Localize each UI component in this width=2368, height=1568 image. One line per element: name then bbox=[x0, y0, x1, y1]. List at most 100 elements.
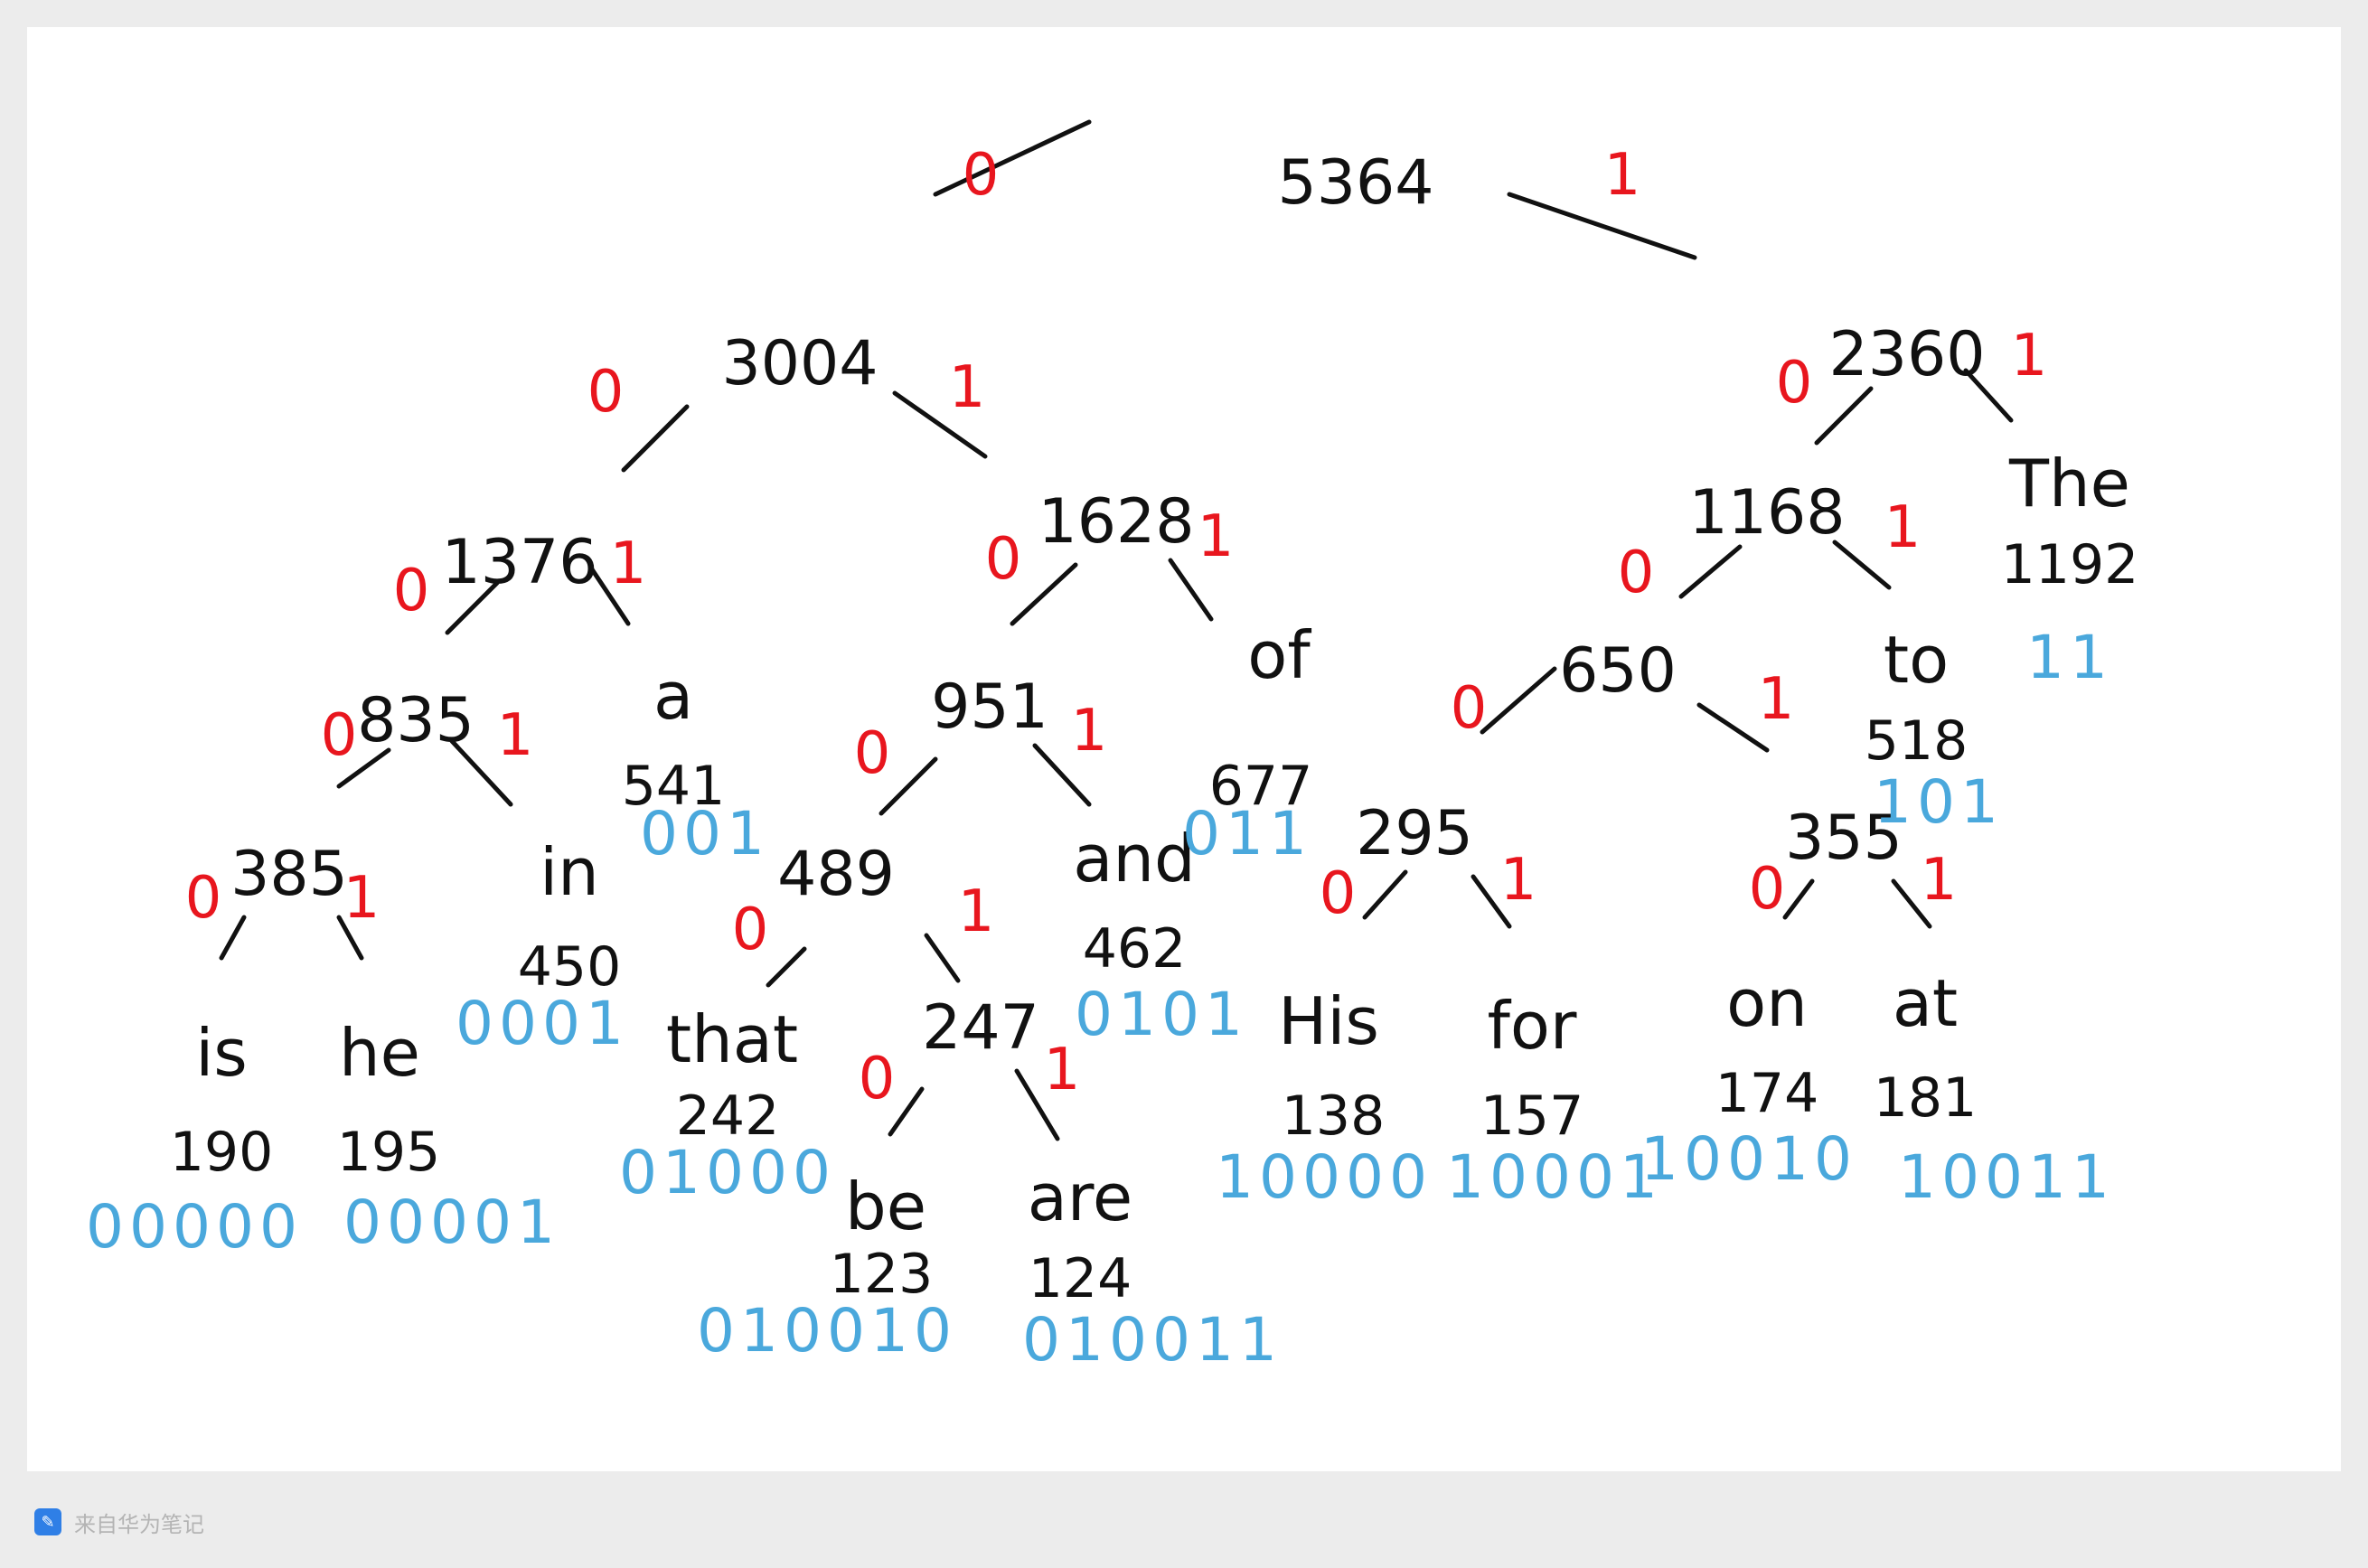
edge-n1376-n835 bbox=[445, 580, 500, 635]
leaf-count-His: 138 bbox=[1282, 1084, 1386, 1148]
edge-bit-label: 1 bbox=[949, 354, 986, 421]
edge-n1628-of bbox=[1168, 558, 1214, 622]
edge-n355-at bbox=[1891, 878, 1932, 929]
edge-bit-label: 1 bbox=[610, 530, 647, 597]
leaf-code-in: 0001 bbox=[456, 989, 629, 1058]
edge-n385-is bbox=[219, 915, 247, 961]
notes-app-icon: ✎ bbox=[34, 1508, 61, 1535]
node-weight-n650: 650 bbox=[1559, 635, 1677, 707]
leaf-code-on: 10010 bbox=[1640, 1124, 1857, 1194]
leaf-code-that: 01000 bbox=[619, 1138, 836, 1207]
leaf-count-he: 195 bbox=[337, 1121, 441, 1184]
edge-n1376-a bbox=[589, 567, 631, 626]
footer-label: 来自华为笔记 bbox=[74, 1511, 204, 1537]
edge-bit-label: 1 bbox=[343, 865, 381, 932]
edge-n951-n489 bbox=[879, 756, 938, 816]
leaf-count-for: 157 bbox=[1480, 1084, 1584, 1148]
leaf-code-The: 11 bbox=[2026, 623, 2113, 692]
footer-watermark: ✎ 来自华为笔记 bbox=[34, 1504, 204, 1540]
node-weight-root: 5364 bbox=[1277, 147, 1433, 219]
edge-n951-and bbox=[1032, 743, 1092, 807]
leaf-word-His: His bbox=[1278, 983, 1379, 1059]
leaf-word-in: in bbox=[540, 834, 599, 910]
node-weight-n3004: 3004 bbox=[721, 328, 878, 399]
edge-bit-label: 1 bbox=[1198, 503, 1235, 570]
node-weight-n489: 489 bbox=[777, 839, 895, 910]
leaf-word-of: of bbox=[1247, 617, 1311, 693]
edge-n489-n247 bbox=[924, 933, 961, 983]
leaf-count-of: 677 bbox=[1209, 755, 1313, 818]
leaf-word-is: is bbox=[195, 1015, 248, 1091]
leaf-word-and: and bbox=[1073, 821, 1195, 897]
edge-bit-label: 0 bbox=[854, 720, 891, 787]
edge-n2360-n1168 bbox=[1814, 386, 1874, 446]
leaf-code-be: 010010 bbox=[697, 1296, 957, 1366]
edge-n1168-to bbox=[1832, 540, 1892, 590]
edge-bit-label: 0 bbox=[859, 1046, 896, 1113]
leaf-code-are: 010011 bbox=[1022, 1305, 1283, 1375]
leaf-word-a: a bbox=[653, 658, 693, 734]
leaf-count-and: 462 bbox=[1083, 917, 1187, 981]
node-weight-n1628: 1628 bbox=[1038, 486, 1194, 558]
leaf-code-at: 10011 bbox=[1898, 1142, 2115, 1212]
edge-bit-label: 1 bbox=[1921, 847, 1958, 914]
edge-bit-label: 0 bbox=[321, 702, 358, 769]
leaf-count-that: 242 bbox=[676, 1084, 780, 1148]
leaf-count-to: 518 bbox=[1865, 709, 1969, 773]
edge-n295-for bbox=[1471, 874, 1512, 929]
leaf-word-at: at bbox=[1893, 965, 1958, 1041]
edge-n355-on bbox=[1782, 878, 1815, 920]
edge-n650-n295 bbox=[1480, 666, 1557, 735]
leaf-code-for: 10001 bbox=[1446, 1142, 1663, 1212]
edge-root-n2360 bbox=[1507, 192, 1697, 260]
edge-bit-label: 0 bbox=[587, 359, 625, 426]
leaf-count-The: 1192 bbox=[2001, 533, 2139, 596]
leaf-count-is: 190 bbox=[170, 1121, 274, 1184]
leaf-word-he: he bbox=[339, 1015, 420, 1091]
edge-bit-label: 1 bbox=[497, 702, 534, 769]
leaf-code-a: 001 bbox=[640, 799, 770, 869]
edge-n3004-n1628 bbox=[892, 390, 988, 459]
leaf-word-on: on bbox=[1726, 965, 1808, 1041]
edge-bit-label: 0 bbox=[1451, 675, 1488, 742]
leaf-code-is: 00000 bbox=[86, 1192, 303, 1262]
edge-n295-His bbox=[1362, 869, 1408, 920]
edge-n385-he bbox=[336, 915, 364, 961]
edge-bit-label: 0 bbox=[985, 526, 1022, 593]
leaf-code-to: 101 bbox=[1874, 767, 2004, 837]
node-weight-n1376: 1376 bbox=[441, 527, 597, 598]
edge-bit-label: 1 bbox=[1500, 847, 1537, 914]
leaf-word-be: be bbox=[845, 1169, 926, 1244]
edge-n835-n385 bbox=[336, 747, 391, 789]
leaf-count-in: 450 bbox=[518, 935, 622, 999]
edge-root-n3004 bbox=[933, 119, 1092, 197]
edge-bit-label: 1 bbox=[1758, 666, 1795, 733]
edge-n247-are bbox=[1014, 1068, 1060, 1141]
node-weight-n385: 385 bbox=[230, 839, 348, 910]
node-weight-n247: 247 bbox=[922, 992, 1039, 1064]
edge-n2360-The bbox=[1963, 368, 2014, 423]
leaf-word-that: that bbox=[666, 1001, 798, 1077]
leaf-word-are: are bbox=[1028, 1160, 1132, 1235]
node-weight-n355: 355 bbox=[1785, 803, 1903, 874]
edge-n650-n355 bbox=[1696, 702, 1770, 753]
edge-bit-label: 0 bbox=[963, 142, 1000, 209]
edge-bit-label: 1 bbox=[2011, 323, 2048, 390]
edge-bit-label: 0 bbox=[1320, 860, 1357, 927]
edge-bit-label: 0 bbox=[393, 558, 430, 624]
leaf-count-on: 174 bbox=[1715, 1062, 1819, 1125]
edge-bit-label: 1 bbox=[1044, 1037, 1081, 1103]
node-weight-n1168: 1168 bbox=[1688, 477, 1845, 549]
edge-bit-label: 0 bbox=[1776, 350, 1813, 417]
node-weight-n295: 295 bbox=[1356, 798, 1473, 869]
leaf-code-of: 011 bbox=[1182, 799, 1312, 869]
leaf-code-His: 10000 bbox=[1216, 1142, 1433, 1212]
edge-bit-label: 0 bbox=[1749, 856, 1786, 923]
edge-n835-in bbox=[449, 738, 513, 807]
leaf-count-be: 123 bbox=[830, 1243, 934, 1306]
leaf-code-he: 00001 bbox=[343, 1188, 560, 1257]
edge-n1628-n951 bbox=[1010, 562, 1078, 626]
leaf-word-The: The bbox=[2008, 446, 2130, 521]
